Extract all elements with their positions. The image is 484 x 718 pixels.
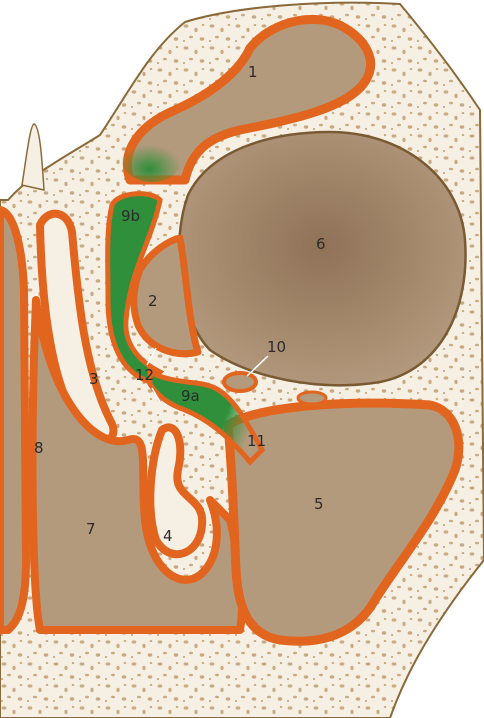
label-10: 10 [267, 338, 286, 356]
label-8: 8 [34, 439, 44, 457]
nasal-spine [22, 124, 44, 190]
label-1: 1 [248, 63, 258, 81]
label-12: 12 [135, 366, 154, 384]
label-7: 7 [86, 520, 96, 538]
label-3: 3 [89, 370, 99, 388]
label-9b: 9b [121, 207, 140, 225]
label-5: 5 [314, 495, 324, 513]
label-6: 6 [316, 235, 326, 253]
canal-10b [298, 392, 326, 404]
orbit-6 [179, 132, 466, 385]
canal-10 [224, 373, 256, 391]
label-4: 4 [163, 527, 173, 545]
label-9a: 9a [181, 387, 200, 405]
label-11: 11 [247, 432, 266, 450]
cavity-8 [0, 210, 26, 630]
passage-frontal [122, 138, 182, 182]
label-2: 2 [148, 292, 158, 310]
